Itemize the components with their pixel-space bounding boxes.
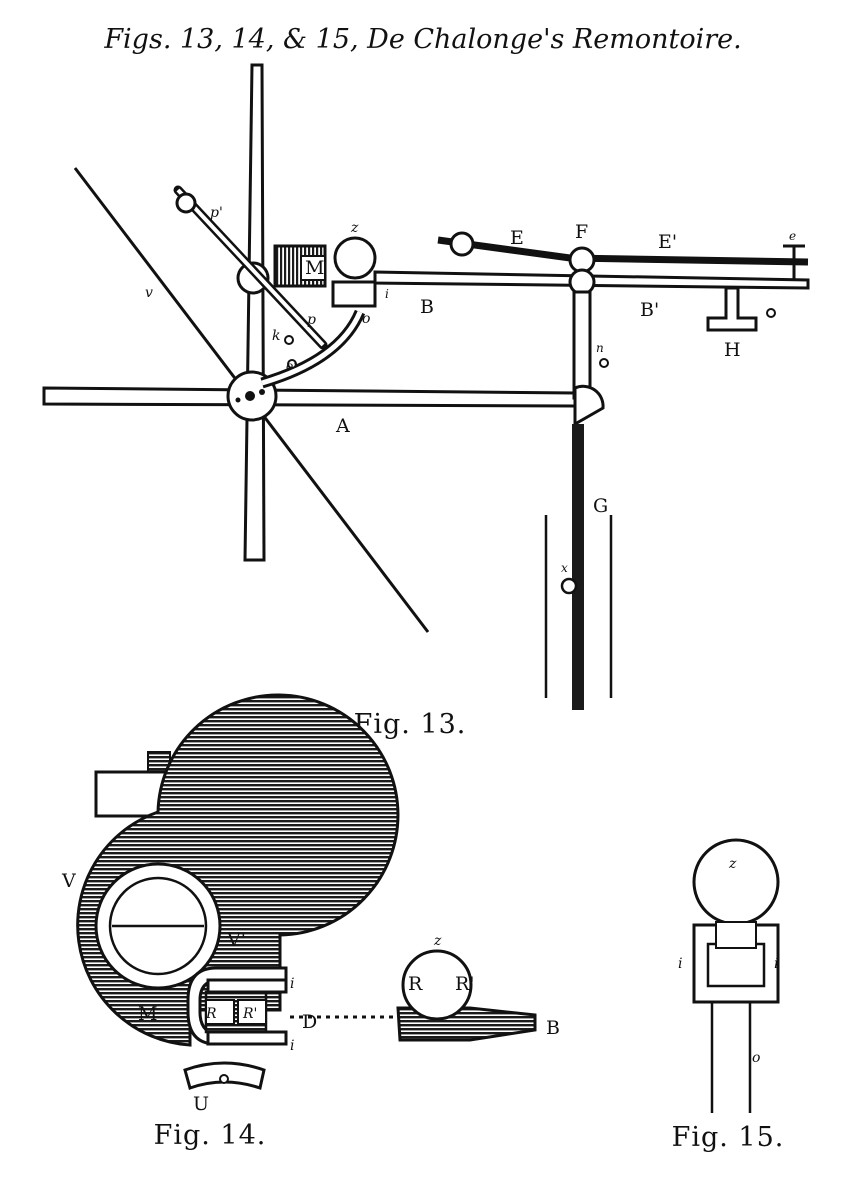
figure-14: V V' M R R' D U i i z R R' B Fig. 14. — [61, 693, 560, 1151]
label-i: i — [385, 287, 389, 301]
ball-z — [333, 236, 377, 280]
pivot-joint — [573, 384, 605, 427]
rod-g — [572, 424, 584, 710]
pillar-f — [572, 290, 592, 400]
caption-fig-15: Fig. 15. — [672, 1122, 785, 1153]
label-r-14: R — [205, 1006, 217, 1022]
label-r2-prime-14: R' — [455, 973, 475, 995]
ball-z-detail — [401, 949, 473, 1021]
ball-z-15 — [692, 838, 780, 926]
label-e-prime: E' — [658, 231, 677, 253]
label-z-15: z — [728, 856, 737, 872]
label-n: n — [596, 341, 604, 355]
label-x: x — [561, 561, 568, 575]
label-v-prime-14: V' — [226, 929, 246, 951]
label-b-14: B — [546, 1017, 560, 1039]
caption-fig-14: Fig. 14. — [154, 1120, 267, 1151]
label-p-prime: p' — [210, 205, 223, 221]
rod-p-knob — [175, 192, 197, 214]
label-i-bottom-14: i — [290, 1038, 294, 1054]
label-g: G — [593, 495, 608, 517]
label-b: B — [420, 296, 434, 318]
label-r2-14: R — [408, 973, 423, 995]
label-e: E — [510, 227, 524, 249]
label-p: p — [307, 312, 316, 328]
label-m-14: M — [138, 1003, 157, 1025]
label-v-14: V — [61, 870, 76, 892]
label-e-small: e — [789, 229, 796, 243]
weight-h — [706, 286, 758, 332]
label-r-prime-14: R' — [242, 1006, 257, 1022]
label-i-left-15: i — [678, 956, 682, 972]
label-a: A — [335, 415, 350, 437]
label-i-top-14: i — [290, 976, 294, 992]
cross-vertical-arm — [243, 63, 266, 562]
figure-15: z i i o Fig. 15. — [672, 838, 785, 1153]
label-z: z — [350, 220, 359, 236]
label-b-prime: B' — [640, 299, 659, 321]
label-v: v — [145, 285, 153, 301]
label-m: M — [305, 257, 324, 279]
label-i-right-15: i — [774, 956, 778, 972]
plate-title: Figs. 13, 14, & 15, De Chalonge's Remont… — [103, 24, 741, 55]
label-k: k — [272, 328, 280, 344]
caption-fig-13: Fig. 13. — [354, 709, 467, 740]
figure-13: A B B' E E' F G H M z i o o' p p' k v x … — [42, 63, 810, 740]
label-h: H — [724, 339, 741, 361]
hub-center — [245, 391, 255, 401]
label-f: F — [575, 221, 588, 243]
ball-bracket — [331, 280, 377, 308]
label-d-14: D — [302, 1011, 317, 1033]
label-o-15: o — [752, 1050, 760, 1066]
label-o: o — [362, 311, 370, 327]
ring-on-arm — [236, 261, 270, 295]
pivot-f — [568, 246, 596, 274]
label-u-14: U — [193, 1093, 209, 1115]
arm-a — [42, 386, 577, 408]
label-o-prime: o' — [286, 359, 297, 373]
lever-e — [437, 236, 809, 266]
label-z-14: z — [433, 933, 442, 949]
